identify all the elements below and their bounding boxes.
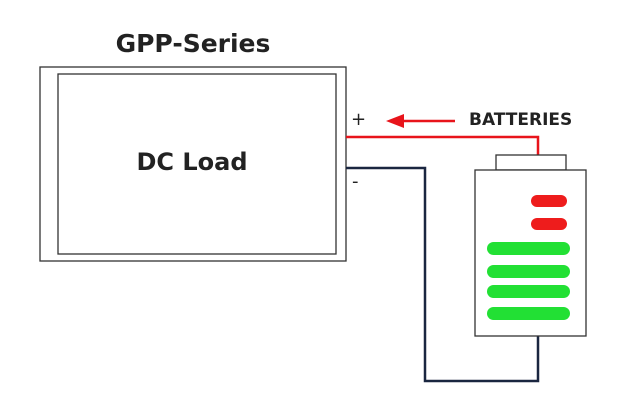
- negative-wire: [346, 166, 540, 383]
- batteries-label: BATTERIES: [469, 110, 572, 130]
- battery-cell-green: [487, 307, 570, 320]
- battery-cell-green: [487, 265, 570, 278]
- battery-cell-red: [531, 218, 567, 230]
- battery-cell-red: [531, 195, 567, 207]
- positive-terminal-label: +: [351, 109, 366, 130]
- battery-terminal-cap: [495, 154, 567, 171]
- battery: [474, 154, 587, 337]
- dc-load-label: DC Load: [136, 148, 247, 176]
- negative-terminal-label: -: [352, 171, 359, 192]
- positive-wire: [346, 135, 540, 155]
- diagram-title: GPP-Series: [116, 29, 271, 58]
- dc-load: DC Load: [39, 66, 347, 262]
- batteries-arrow: [386, 114, 455, 128]
- battery-cell-green: [487, 242, 570, 255]
- dc-load-inner-frame: [57, 73, 337, 255]
- battery-cell-green: [487, 285, 570, 298]
